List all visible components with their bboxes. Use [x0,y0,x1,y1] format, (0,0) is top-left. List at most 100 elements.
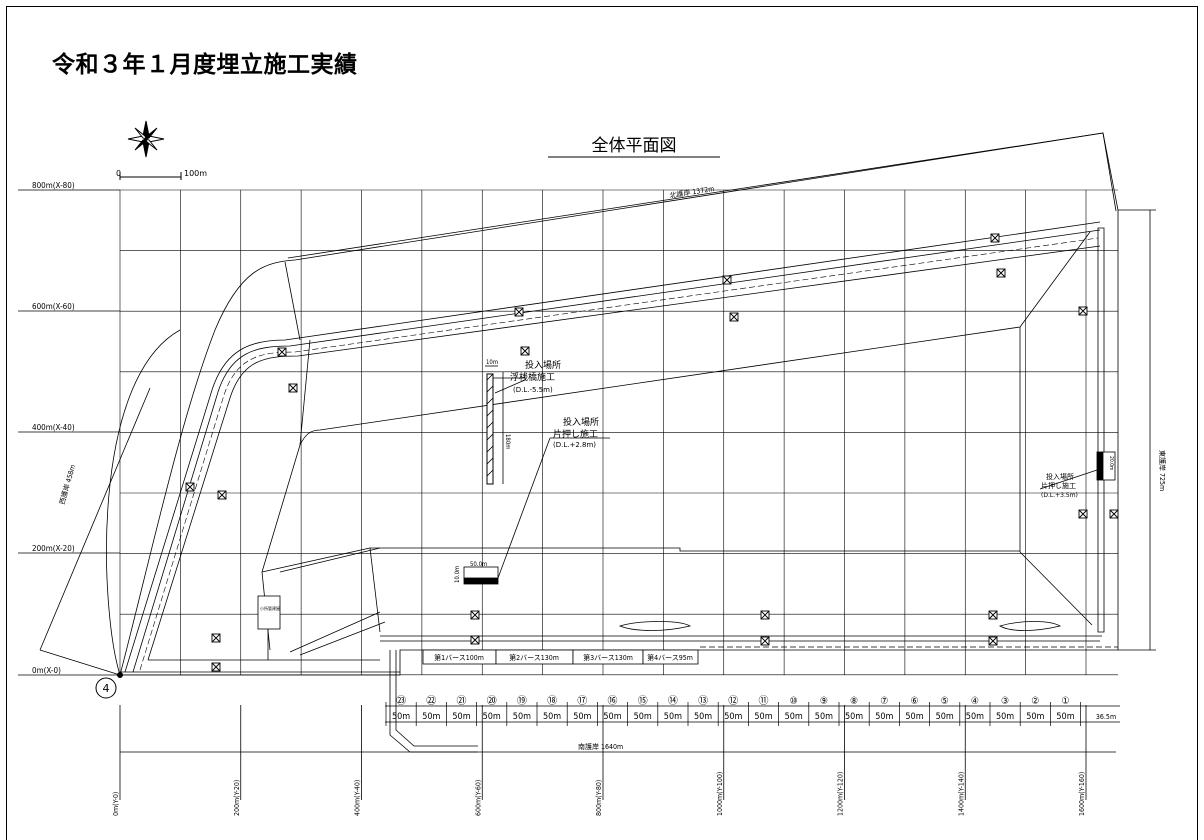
segment-length: 50m [966,712,984,722]
segment-length: 36.5m [1096,713,1116,721]
segment-number: ⑰ [577,695,587,707]
survey-marker-icon [185,482,195,492]
y-axis-label: 1400m(Y-140) [957,772,965,816]
survey-marker-icon [514,307,524,317]
dump-site-3-title: 投入場所 [1046,472,1074,481]
page-title: 令和３年１月度埋立施工実績 [52,52,358,78]
x-label-0: 0m(X-0) [32,666,61,675]
west-seawall-label: 西護岸 458m [57,464,77,506]
segment-number: ① [1061,696,1069,707]
segment-length: 50m [573,712,591,722]
segment-length: 50m [452,712,470,722]
y-axis-label: 800m(Y-80) [595,780,603,816]
dump-site-1-width: 10m [486,359,498,366]
segment-length: 50m [483,712,501,722]
dump-site-2-method: 片押し施工 [553,428,598,440]
segment-number: ⑬ [698,695,708,707]
survey-marker-icon [470,635,480,645]
dump-site-1-method: 浮桟橋施工 [510,371,555,383]
segment-number: ㉑ [457,695,467,707]
segment-number: ㉒ [426,695,436,707]
segment-number: ⑨ [820,696,828,707]
dump-site-2-width: 50.0m [470,561,487,568]
segment-number: ③ [1001,696,1009,707]
dump-site-3-level: (D.L.+3.5m) [1041,492,1078,499]
sheet-frame [6,6,1198,840]
reference-point-label: 4 [103,682,110,695]
survey-marker-icon [1078,509,1088,519]
segment-number: ② [1031,696,1039,707]
segment-length: 50m [1026,712,1044,722]
survey-marker-icon [288,383,298,393]
survey-marker-icon [1109,509,1119,519]
segment-length: 50m [754,712,772,722]
survey-marker-icon [760,636,770,646]
segment-length: 50m [996,712,1014,722]
segment-number: ⑪ [759,695,769,707]
segment-number: ⑳ [487,695,497,707]
y-axis-label: 400m(Y-40) [354,780,362,816]
x-label-600: 600m(X-60) [32,302,75,311]
segment-length: 50m [785,712,803,722]
segment-number: ⑮ [638,695,648,707]
segment-number: ⑫ [728,695,738,707]
outer-reclamation-boundary [119,132,1119,676]
x-label-400: 400m(X-40) [32,423,75,432]
dump-site-1-length: 180m [504,434,511,450]
segment-number: ⑤ [941,696,949,707]
segment-length: 50m [513,712,531,722]
dump-site-3-method: 片押し施工 [1041,481,1076,490]
south-seawall-label: 南護岸 1640m [578,742,623,751]
segment-number: ④ [971,696,979,707]
segment-length: 50m [422,712,440,722]
segment-number: ⑥ [910,696,918,707]
x-label-200: 200m(X-20) [32,544,75,553]
berth-2-label: 第2バース130m [509,653,559,662]
scale-end: 100m [184,169,207,178]
berth-3-label: 第3バース130m [583,653,633,662]
segment-number: ⑲ [517,695,527,707]
scale-bar [119,172,182,180]
survey-marker-icon [1078,306,1088,316]
y-axis-label: 1000m(Y-100) [716,772,724,816]
survey-marker-icon [990,233,1000,243]
y-axis-label: 1200m(Y-120) [837,772,845,816]
segment-length: 50m [905,712,923,722]
segment-length: 50m [875,712,893,722]
segment-length: 50m [936,712,954,722]
survey-marker-icon [211,662,221,672]
y-axis-label: 600m(Y-60) [474,780,482,816]
dump-site-2-level: (D.L.+2.8m) [553,441,596,449]
segment-length: 50m [1056,712,1074,722]
survey-marker-icon [470,610,480,620]
segment-number: ⑦ [880,696,888,707]
survey-marker-icon [277,347,287,357]
segment-length: 50m [634,712,652,722]
y-axis-label: 0m(Y-0) [112,792,120,816]
segment-number: ⑭ [668,695,678,707]
y-axis-label: 1600m(Y-160) [1078,772,1086,816]
berth-4-label: 第4バース95m [647,653,693,662]
dump-site-1-level: (D.L.-5.5m) [513,386,553,394]
y-axis-label: 200m(Y-20) [233,780,241,816]
north-arrow-icon [127,120,165,158]
reference-point-marker [95,677,117,699]
scale-start: 0 [116,169,121,178]
segment-length: 50m [603,712,621,722]
segment-number: ⑱ [547,695,557,707]
segment-length: 50m [724,712,742,722]
survey-marker-icon [988,636,998,646]
berth-1-label: 第1バース100m [434,653,484,662]
segment-length: 50m [845,712,863,722]
plan-title: 全体平面図 [592,136,677,156]
dump-site-3-width: 20.0m [1108,456,1114,470]
segment-number: ⑩ [790,696,798,707]
survey-marker-icon [722,275,732,285]
segment-length: 50m [815,712,833,722]
survey-marker-icon [520,346,530,356]
survey-marker-icon [996,268,1006,278]
dump-site-2-title: 投入場所 [563,416,599,428]
survey-marker-icon [211,633,221,643]
survey-marker-icon [729,312,739,322]
